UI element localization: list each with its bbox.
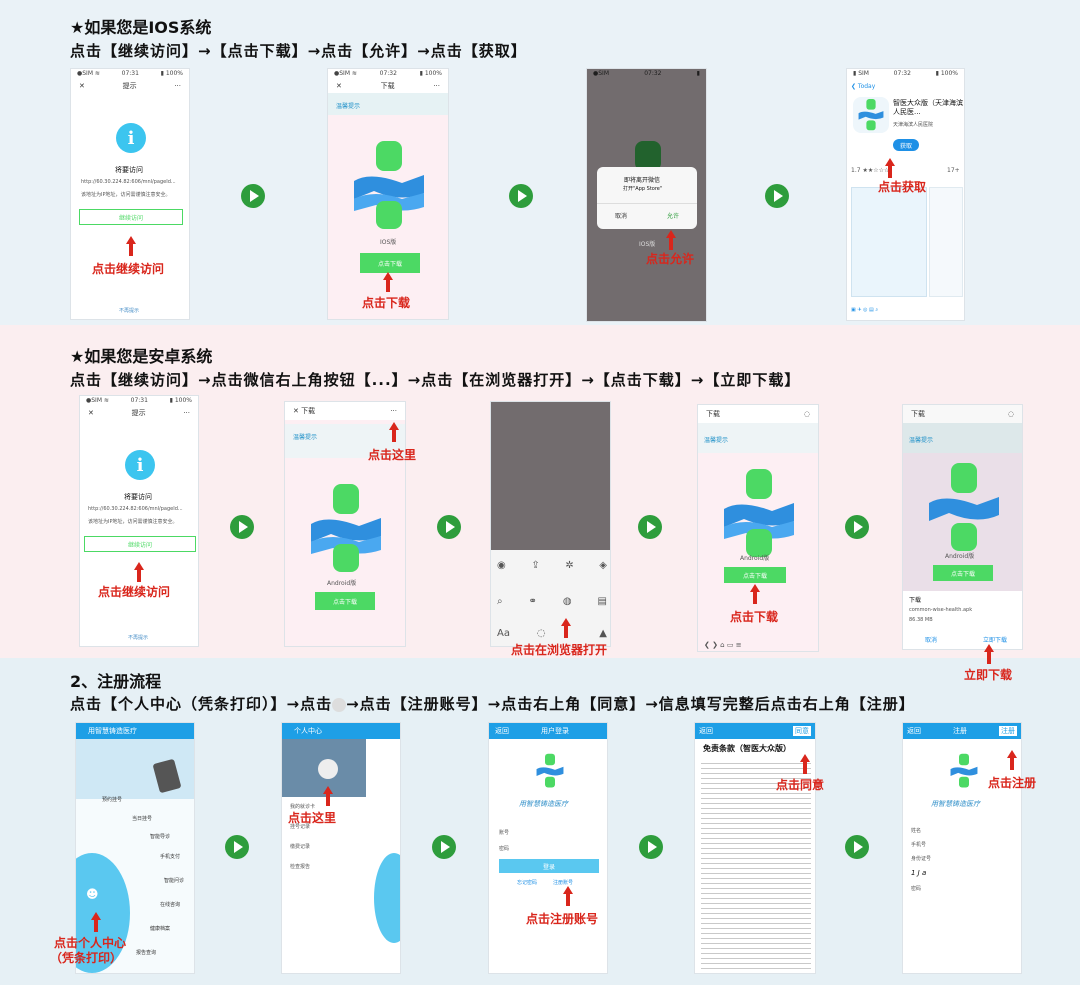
avatar-icon[interactable]: [318, 759, 338, 779]
register-account-link[interactable]: 注册账号: [553, 880, 574, 886]
continue-visit-button[interactable]: 继续访问: [84, 536, 196, 552]
info-icon: i: [116, 123, 146, 153]
login-button[interactable]: 登录: [499, 859, 599, 873]
next-arrow-icon: [225, 835, 249, 859]
info-icon: i: [125, 450, 155, 480]
user-icon: ☻: [86, 887, 99, 901]
disclaimer-screen: 返回同意 免责条款（智医大众版）: [694, 722, 816, 974]
register-screen: 返回注册注册 用智慧铸造医疗 姓名 手机号 身份证号 1 J a 密码: [902, 722, 1022, 974]
continue-visit-button[interactable]: 继续访问: [79, 209, 183, 225]
next-arrow-icon: [638, 515, 662, 539]
ios-visit-screen: ●SIM ≋07:31▮ 100% ✕提示··· i 将要访问 http://6…: [70, 68, 190, 320]
register-title: 2、注册流程: [70, 672, 162, 691]
next-arrow-icon: [845, 835, 869, 859]
app-logo-icon: [354, 141, 424, 229]
android-share-screen: ◉⇪✲◈ ⌕⚭◍▤ Aa◌▲: [490, 401, 611, 647]
next-arrow-icon: [765, 184, 789, 208]
download-sheet: 下载 common-wise-health.apk 86.38 MB 取消 立即…: [903, 591, 1022, 649]
captcha-image: 1 J a: [911, 869, 927, 877]
next-arrow-icon: [437, 515, 461, 539]
dl-cancel-button[interactable]: 取消: [925, 637, 938, 644]
ios-title: ★如果您是IOS系统: [70, 18, 212, 37]
leave-wechat-dialog: 即将离开微信 打开"App Store" 取消 允许: [597, 167, 697, 229]
android-title: ★如果您是安卓系统: [70, 347, 213, 366]
register-button[interactable]: 注册: [999, 726, 1017, 736]
next-arrow-icon: [509, 184, 533, 208]
avatar-icon: [332, 697, 347, 712]
open-in-browser-icon[interactable]: ◍: [562, 596, 572, 607]
forgot-password-link[interactable]: 忘记密码: [517, 880, 538, 886]
share-sheet: ◉⇪✲◈ ⌕⚭◍▤ Aa◌▲: [491, 550, 610, 646]
more-icon[interactable]: ···: [174, 82, 181, 90]
android-steps: 点击【继续访问】→点击微信右上角按钮【...】→点击【在浏览器打开】→【点击下载…: [70, 371, 801, 389]
register-steps: 点击【个人中心（凭条打印）】→点击→点击【注册账号】→点击右上角【同意】→信息填…: [70, 695, 915, 713]
next-arrow-icon: [432, 835, 456, 859]
next-arrow-icon: [845, 515, 869, 539]
profile-screen: 个人中心 我的就诊卡 挂号记录 缴费记录 检查报告: [281, 722, 401, 974]
next-arrow-icon: [639, 835, 663, 859]
dialog-cancel-button[interactable]: 取消: [615, 213, 628, 220]
ios-download-button[interactable]: 点击下载: [360, 253, 420, 273]
agree-button[interactable]: 同意: [793, 726, 811, 736]
android-visit-screen: ●SIM ≋07:31▮ 100% ✕提示··· i 将要访问 http://6…: [79, 395, 199, 647]
download-dialog-screen: 下载◌ 温馨提示 Android版 点击下载 下载 common-wise-he…: [902, 404, 1023, 650]
download-now-button[interactable]: 立即下载: [983, 637, 1008, 644]
more-icon[interactable]: ···: [390, 407, 397, 415]
callout-arrow: [126, 236, 136, 256]
ios-download-screen: ●SIM ≋07:32▮ 100% ✕下载··· 温馨提示 IOS版 点击下载: [327, 68, 449, 320]
login-screen: 返回用户登录 用智慧铸造医疗 账号 密码 登录 忘记密码 注册账号: [488, 722, 608, 974]
next-arrow-icon: [230, 515, 254, 539]
ios-steps: 点击【继续访问】→【点击下载】→点击【允许】→点击【获取】: [70, 42, 527, 60]
get-button[interactable]: 获取: [893, 139, 919, 151]
next-arrow-icon: [241, 184, 265, 208]
home-screen: 用智慧铸造医疗 ☻ 预约挂号 当日挂号 智能导诊 手机支付 智能问诊 在线咨询 …: [75, 722, 195, 974]
close-icon[interactable]: ✕: [79, 82, 85, 90]
browser-download-screen: 下载◌ 温馨提示 Android版 点击下载 ❮ ❯ ⌂ ▭ ≡: [697, 404, 819, 652]
android-download-button[interactable]: 点击下载: [724, 567, 786, 583]
android-download-screen: ✕ 下载··· 温馨提示 Android版 点击下载: [284, 401, 406, 647]
dialog-allow-button[interactable]: 允许: [667, 213, 680, 220]
back-today-link[interactable]: ❮ Today: [851, 83, 876, 90]
